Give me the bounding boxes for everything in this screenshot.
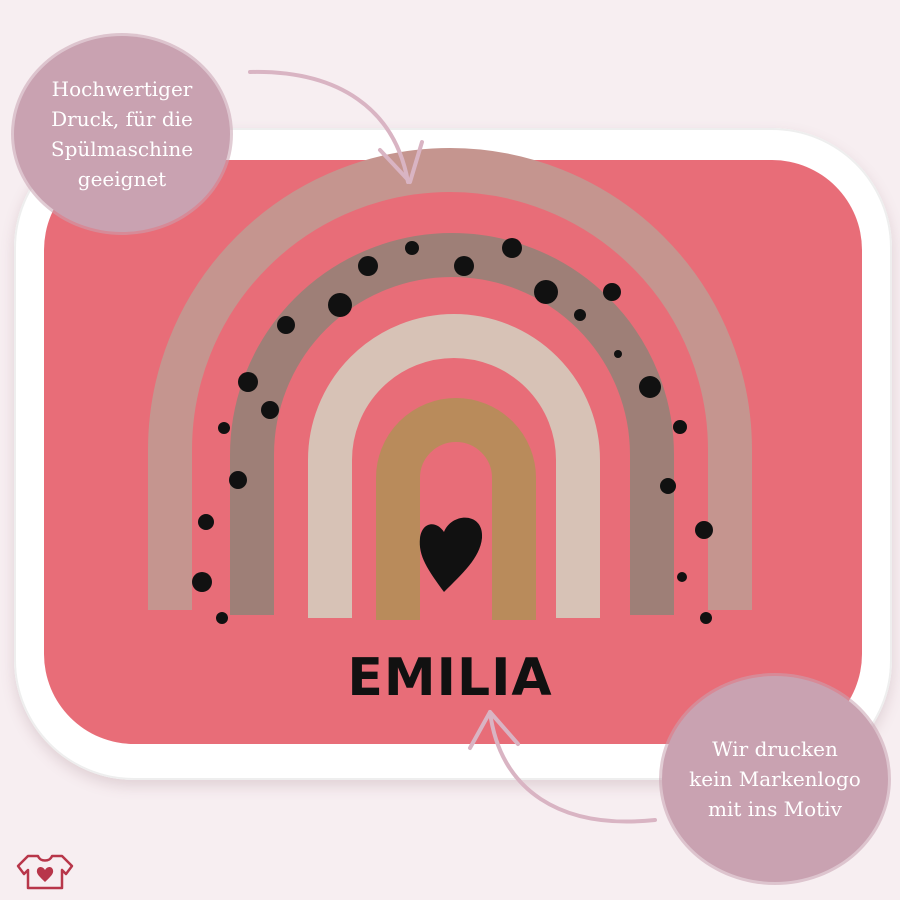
arrow-bottom-line (488, 710, 657, 824)
arrow-bottom-head (468, 710, 520, 750)
rainbow-arc-third (308, 314, 600, 618)
callout-dishwasher-safe: Hochwertiger Druck, für die Spülmaschine… (14, 36, 230, 232)
arrow-top-head (378, 140, 424, 184)
rainbow-arc-inner (376, 398, 536, 620)
callout-line: kein Markenlogo (689, 767, 861, 791)
rainbow-arc-outer (148, 148, 752, 610)
callout-line: Druck, für die (51, 107, 193, 131)
callout-line: Spülmaschine (50, 137, 194, 161)
rainbow-arc-second (230, 233, 674, 615)
rainbow-dots (192, 238, 713, 624)
callout-line: Hochwertiger (51, 77, 193, 101)
callout-line: Wir drucken (712, 737, 838, 761)
heart-icon (419, 517, 483, 592)
printed-name: EMILIA (347, 648, 553, 708)
callout-line: geeignet (77, 167, 167, 191)
shirt-heart-logo-icon (16, 854, 74, 890)
callout-line: mit ins Motiv (708, 797, 842, 821)
callout-no-brand-logo: Wir drucken kein Markenlogo mit ins Moti… (662, 676, 888, 882)
arrow-top-line (248, 69, 410, 184)
